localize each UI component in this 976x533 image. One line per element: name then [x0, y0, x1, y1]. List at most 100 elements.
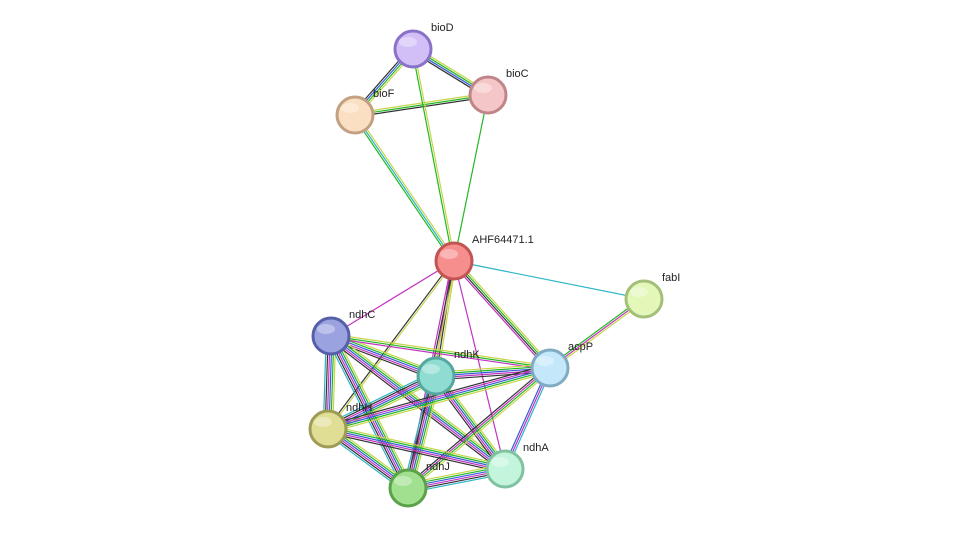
node-highlight — [341, 103, 359, 113]
edge-evidence-yellow — [331, 333, 551, 367]
edge-evidence-yellow — [409, 369, 553, 491]
node-circle[interactable] — [388, 468, 428, 508]
edge-evidence-green — [453, 94, 489, 262]
node-circle[interactable] — [468, 75, 508, 115]
node-label: ndhC — [349, 309, 375, 321]
node-label: bioC — [506, 68, 529, 80]
edge-evidence-yellow — [328, 424, 506, 466]
edge-bioF-AHF64471.1[interactable] — [352, 113, 457, 263]
edge-evidence-yellow — [329, 379, 439, 434]
edge-evidence-green — [328, 369, 551, 432]
node-circle[interactable] — [624, 279, 664, 319]
edge-evidence-purple — [406, 366, 550, 488]
node-circle[interactable] — [416, 356, 456, 396]
node-bioF[interactable]: bioF — [335, 88, 395, 135]
edge-evidence-yellow — [354, 92, 488, 114]
node-circle[interactable] — [434, 241, 474, 281]
edge-evidence-purple — [327, 374, 436, 429]
edge-evidence-yellow — [328, 371, 552, 434]
node-label: ndhJ — [426, 461, 450, 473]
node-highlight — [630, 287, 648, 297]
node-circle[interactable] — [308, 409, 348, 449]
node-label: AHF64471.1 — [472, 234, 534, 246]
node-circle[interactable] — [393, 29, 433, 69]
edge-evidence-green — [328, 426, 506, 468]
edge-evidence-blue — [327, 367, 551, 430]
nodes-layer: bioD bioC bioF AHF64471.1 fabI ndhC ndhK acpP nd… — [308, 22, 680, 508]
node-ndhC[interactable]: ndhC — [311, 309, 375, 356]
node-label: bioD — [431, 22, 454, 34]
node-highlight — [314, 417, 332, 427]
edge-bioF-bioC[interactable] — [354, 92, 489, 118]
edge-evidence-black — [452, 261, 550, 370]
edge-evidence-yellow — [550, 300, 646, 371]
edge-evidence-green — [408, 368, 552, 490]
node-highlight — [536, 356, 554, 366]
edge-evidence-green — [330, 335, 551, 369]
edge-evidence-green — [354, 94, 489, 116]
edge-evidence-purple — [327, 365, 550, 428]
edge-evidence-black — [355, 96, 489, 118]
edge-AHF64471.1-ndhA[interactable] — [453, 260, 506, 470]
node-ndhA[interactable]: ndhA — [485, 442, 549, 489]
edge-evidence-purple — [330, 260, 455, 337]
edge-evidence-purple — [330, 337, 550, 371]
edge-evidence-green — [454, 259, 552, 368]
edge-evidence-blue — [327, 428, 506, 470]
edge-evidence-yellow — [438, 373, 509, 468]
edge-bioD-AHF64471.1[interactable] — [411, 48, 456, 262]
edge-evidence-black — [432, 377, 503, 472]
edge-evidence-green — [331, 334, 507, 468]
node-highlight — [399, 37, 417, 47]
edge-AHF64471.1-acpP[interactable] — [451, 258, 553, 371]
node-label: ndhA — [523, 442, 549, 454]
edge-evidence-purple — [453, 260, 506, 470]
node-label: ndhH — [346, 402, 372, 414]
edge-evidence-purple — [327, 430, 505, 472]
edge-ndhH-ndhA[interactable] — [327, 424, 506, 474]
node-ndhJ[interactable]: ndhJ — [388, 461, 450, 508]
node-ndhK[interactable]: ndhK — [416, 349, 480, 396]
node-ndhH[interactable]: ndhH — [308, 402, 372, 449]
node-fabI[interactable]: fabI — [624, 272, 680, 319]
edge-evidence-cyan — [453, 260, 645, 300]
edge-ndhC-acpP[interactable] — [330, 333, 551, 371]
edge-evidence-yellow — [356, 113, 457, 261]
node-bioC[interactable]: bioC — [468, 68, 529, 115]
node-circle[interactable] — [530, 348, 570, 388]
node-highlight — [422, 364, 440, 374]
edge-evidence-yellow — [328, 261, 456, 430]
node-label: bioF — [373, 88, 395, 100]
node-bioD[interactable]: bioD — [393, 22, 454, 69]
edge-acpP-ndhJ[interactable] — [405, 365, 553, 491]
node-label: acpP — [568, 341, 593, 353]
node-highlight — [491, 457, 509, 467]
edge-evidence-black — [405, 365, 549, 487]
edge-evidence-black — [326, 372, 436, 427]
node-label: ndhK — [454, 349, 480, 361]
node-circle[interactable] — [311, 316, 351, 356]
node-highlight — [317, 324, 335, 334]
edge-evidence-green — [548, 296, 644, 367]
edge-ndhK-ndhH[interactable] — [325, 371, 439, 434]
node-label: fabI — [662, 272, 680, 284]
edge-evidence-cyan — [354, 114, 455, 262]
edge-bioC-AHF64471.1[interactable] — [453, 94, 489, 262]
edge-evidence-cyan — [402, 374, 432, 487]
node-acpP[interactable]: acpP — [530, 341, 593, 388]
edge-AHF64471.1-ndhC[interactable] — [330, 260, 455, 337]
node-circle[interactable] — [485, 449, 525, 489]
edge-evidence-blue — [328, 376, 437, 431]
node-circle[interactable] — [335, 95, 375, 135]
edge-evidence-black — [327, 432, 505, 474]
edge-AHF64471.1-fabI[interactable] — [453, 260, 645, 300]
edge-evidence-green — [352, 115, 453, 263]
node-highlight — [474, 83, 492, 93]
edge-evidence-green — [328, 378, 438, 433]
edge-evidence-yellow — [413, 48, 456, 261]
node-highlight — [394, 476, 412, 486]
node-AHF64471.1[interactable]: AHF64471.1 — [434, 234, 534, 281]
edge-evidence-purple — [451, 262, 549, 371]
node-highlight — [440, 249, 458, 259]
